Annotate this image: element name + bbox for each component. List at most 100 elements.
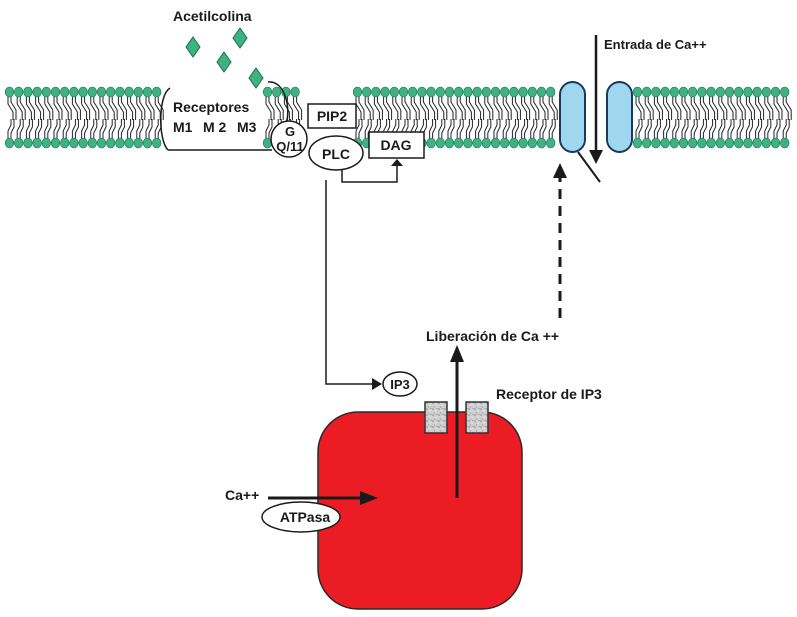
phospholipid-head <box>472 86 482 98</box>
phospholipid-head <box>152 86 162 98</box>
receptors-title: Receptores <box>173 99 249 115</box>
phospholipid-tail <box>383 96 393 139</box>
phospholipid-tail <box>81 96 91 139</box>
phospholipid-tail <box>782 96 792 139</box>
phospholipid-tail <box>364 96 374 139</box>
phospholipid-head <box>290 86 300 98</box>
phospholipid-tail <box>145 96 155 139</box>
phospholipid-tail <box>438 96 448 139</box>
phospholipid-head <box>761 137 771 149</box>
phospholipid-head <box>444 137 455 149</box>
phospholipid-tail <box>672 96 682 139</box>
phospholipid-head <box>734 137 744 149</box>
phospholipid-head <box>87 137 97 149</box>
phospholipid-head <box>463 86 473 98</box>
calcium-channel <box>559 81 633 183</box>
phospholipid-head <box>32 86 42 98</box>
phospholipid-head <box>60 86 70 98</box>
phospholipid-head <box>669 86 679 98</box>
phospholipid-tail <box>127 96 137 139</box>
plc-enzyme: PLC <box>308 135 364 171</box>
phospholipid-tail <box>755 96 765 139</box>
phospholipid-tail <box>548 96 558 139</box>
phospholipid-head <box>715 137 725 149</box>
phospholipid-head <box>463 137 473 149</box>
phospholipid-head <box>417 86 427 98</box>
phospholipid-head <box>536 86 547 98</box>
phospholipid-tail <box>293 96 303 139</box>
phospholipid-head <box>454 86 464 98</box>
phospholipid-tail <box>690 96 700 139</box>
phospholipid-tail <box>71 96 81 139</box>
phospholipid-tail <box>410 96 420 139</box>
acetylcholine-molecule <box>232 27 248 49</box>
phospholipid-tail <box>62 96 72 139</box>
phospholipid-tail <box>653 96 663 139</box>
pip2-box: PIP2 <box>307 103 357 129</box>
atpase-label: ATPasa <box>280 509 331 525</box>
phospholipid-tail <box>745 96 755 139</box>
phospholipid-head <box>546 137 556 149</box>
plc-label: PLC <box>322 146 350 162</box>
phospholipid-tail <box>727 96 737 139</box>
phospholipid-tail <box>681 96 691 139</box>
phospholipid-head <box>734 86 744 98</box>
phospholipid-head <box>509 86 519 98</box>
phospholipid-head <box>69 86 79 98</box>
phospholipid-tail <box>484 96 494 139</box>
phospholipid-head <box>688 137 698 149</box>
phospholipid-head <box>152 137 162 149</box>
phospholipid-head <box>78 137 88 149</box>
phospholipid-head <box>724 86 735 98</box>
plc-to-dag-arrow <box>341 164 398 183</box>
phospholipid-tail <box>539 96 549 139</box>
phospholipid-head <box>780 86 790 98</box>
phospholipid-head <box>426 86 436 98</box>
phospholipid-head <box>632 137 643 149</box>
phospholipid-tail <box>90 96 100 139</box>
phospholipid-head <box>678 137 689 149</box>
phospholipid-tail <box>475 96 485 139</box>
phospholipid-tail <box>373 96 383 139</box>
phospholipid-head <box>50 137 61 149</box>
phospholipid-head <box>371 86 381 98</box>
phospholipid-head <box>106 86 116 98</box>
phospholipid-head <box>669 137 679 149</box>
muscarinic-receptor: Receptores M1 M 2 M3 <box>160 81 289 151</box>
phospholipid-head <box>490 137 501 149</box>
acetylcholine-label: Acetilcolina <box>173 8 252 24</box>
phospholipid-tail <box>530 96 540 139</box>
phospholipid-head <box>60 137 70 149</box>
phospholipid-head <box>142 137 153 149</box>
acetylcholine-molecule <box>248 67 264 89</box>
receptor-left-bracket <box>160 87 171 151</box>
phospholipid-head <box>632 86 643 98</box>
phospholipid-tail <box>644 96 654 139</box>
phospholipid-head <box>752 137 762 149</box>
phospholipid-head <box>115 137 125 149</box>
phospholipid-head <box>651 86 661 98</box>
calcium-entry-arrowhead <box>589 150 603 164</box>
phospholipid-tail <box>99 96 109 139</box>
phospholipid-head <box>752 86 762 98</box>
phospholipid-head <box>678 86 689 98</box>
phospholipid-tail <box>16 96 26 139</box>
phospholipid-head <box>536 137 547 149</box>
phospholipid-tail <box>108 96 118 139</box>
phospholipid-head <box>472 137 482 149</box>
phospholipid-head <box>770 86 781 98</box>
phospholipid-head <box>688 86 698 98</box>
phospholipid-head <box>142 86 153 98</box>
phospholipid-tail <box>53 96 63 139</box>
phospholipid-tail <box>736 96 746 139</box>
phospholipid-tail <box>465 96 475 139</box>
phospholipid-tail <box>709 96 719 139</box>
phospholipid-tail <box>401 96 411 139</box>
g-protein-label-line2: Q/11 <box>276 139 303 154</box>
phospholipid-head <box>362 86 372 98</box>
phospholipid-tail <box>355 96 365 139</box>
phospholipid-head <box>14 86 24 98</box>
phospholipid-head <box>435 137 445 149</box>
calcium-release-arrowhead <box>450 345 464 362</box>
